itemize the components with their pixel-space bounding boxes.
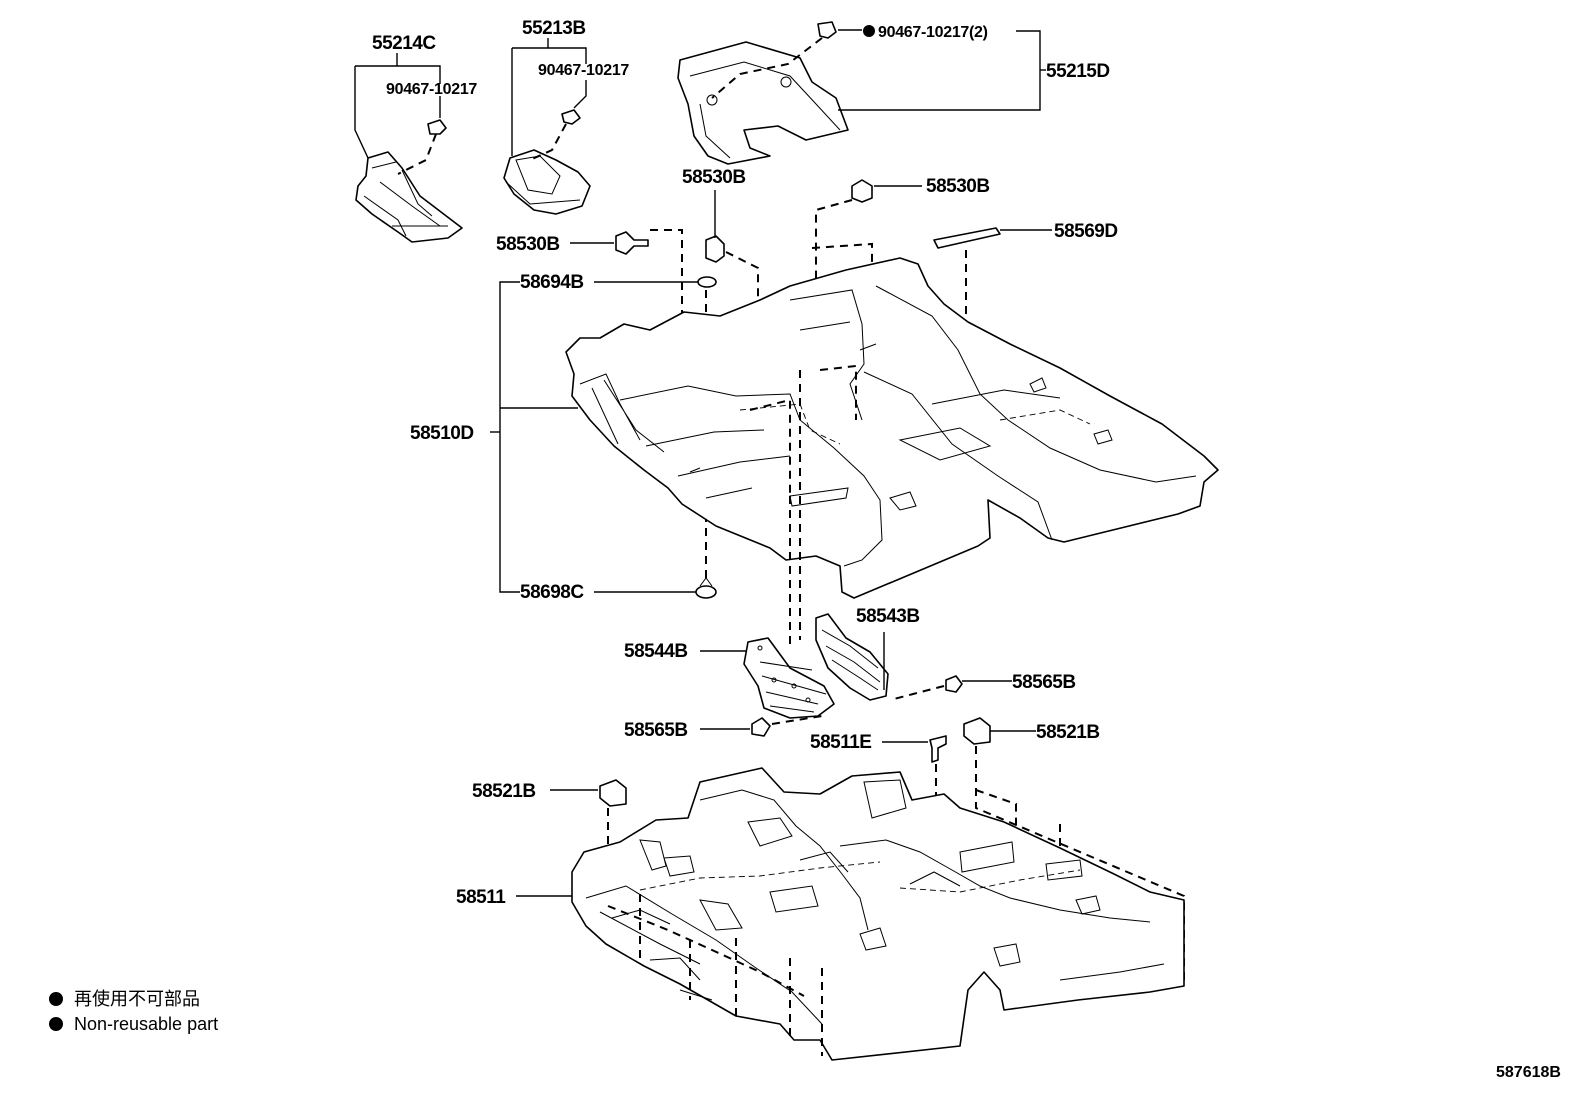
part-label-58565b: 58565B xyxy=(624,720,688,741)
insulator-58543b xyxy=(815,613,889,701)
legend: 再使用不可部品 Non-reusable part xyxy=(49,989,218,1034)
cover-55213b xyxy=(503,149,591,215)
non-reusable-marker xyxy=(863,25,875,37)
part-label-58569d: 58569D xyxy=(1054,221,1118,242)
part-label-58698c: 58698C xyxy=(520,582,584,603)
part-label-58521b: 58521B xyxy=(1036,722,1100,743)
part-label-58530b: 58530B xyxy=(926,176,990,197)
part-label-58694b: 58694B xyxy=(520,272,584,293)
clip-icon xyxy=(945,675,963,693)
clip-icon xyxy=(561,109,581,125)
screw-icon xyxy=(851,179,873,203)
legend-text-jp: 再使用不可部品 xyxy=(74,989,200,1009)
clip-icon xyxy=(599,779,627,807)
carpet-58510d xyxy=(565,257,1219,599)
clip-icon xyxy=(963,717,991,745)
part-label-58511: 58511 xyxy=(456,887,506,908)
part-label-58565b: 58565B xyxy=(1012,672,1076,693)
grommet-icon xyxy=(697,276,717,288)
part-label-90467-10217-2: 90467-10217(2) xyxy=(878,24,988,41)
non-reusable-marker xyxy=(49,992,63,1006)
legend-text-en: Non-reusable part xyxy=(74,1014,218,1034)
part-label-90467-10217: 90467-10217 xyxy=(538,62,629,79)
screw-icon xyxy=(705,235,725,263)
non-reusable-marker xyxy=(49,1017,63,1031)
part-label-55213b: 55213B xyxy=(522,18,586,39)
clip-icon xyxy=(427,119,447,135)
part-label-58530b: 58530B xyxy=(682,167,746,188)
clip-icon xyxy=(817,21,837,39)
grommet-icon xyxy=(695,577,717,599)
part-label-58510d: 58510D xyxy=(410,423,474,444)
part-label-58544b: 58544B xyxy=(624,641,688,662)
part-label-58530b: 58530B xyxy=(496,234,560,255)
part-label-58511e: 58511E xyxy=(810,732,871,753)
part-label-55215d: 55215D xyxy=(1046,61,1110,82)
part-label-58543b: 58543B xyxy=(856,606,920,627)
part-label-90467-10217: 90467-10217 xyxy=(386,81,477,98)
part-label-55214c: 55214C xyxy=(372,33,436,54)
cover-55214c xyxy=(355,151,463,243)
part-label-58521b: 58521B xyxy=(472,781,536,802)
clip-icon xyxy=(751,717,771,737)
illustration-code: 587618B xyxy=(1496,1064,1561,1081)
screw-icon xyxy=(615,231,649,255)
carpet-58511 xyxy=(571,767,1185,1061)
fastener-icon xyxy=(929,735,947,763)
bracket-58569d xyxy=(933,227,1001,249)
cover-55215d xyxy=(677,41,849,165)
